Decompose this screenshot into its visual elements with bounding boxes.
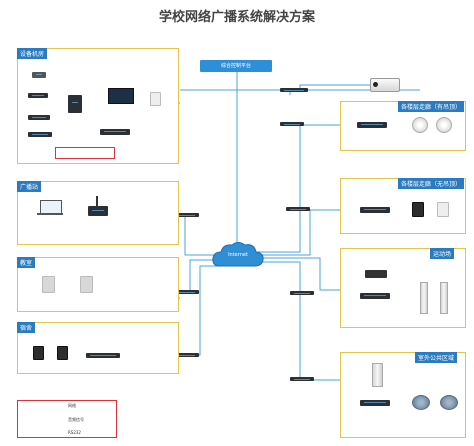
speaker-icon [33,346,44,360]
switch [286,207,310,211]
tuner [28,115,50,120]
laptop-base [37,213,63,215]
switch [280,122,304,126]
paging-mic-icon [96,196,98,206]
panel-title: 宿舍 [17,322,36,333]
panel-equipment-room [17,48,179,164]
lawn-speaker-icon [372,363,383,387]
switch [175,290,199,294]
internet-cloud [212,242,264,267]
terminal-device [360,207,390,213]
camera-icon [370,78,400,92]
dvd-player [28,93,48,98]
horn-speaker-icon [412,395,430,410]
note-box [55,147,115,159]
internet-label: Internet [228,252,248,258]
panel-title: 教室 [17,257,36,268]
switch [175,353,199,357]
panel-title: 各楼层走廊（有吊顶） [398,101,465,112]
switch [175,213,199,217]
speaker-icon [42,276,55,293]
panel-title: 运动场 [430,248,455,259]
switch [290,291,314,295]
mic-device [32,72,46,78]
speaker-icon [57,346,68,360]
legend-audio: 音频信号 [68,417,84,422]
terminal-device [86,353,120,358]
panel-title: 各楼层走廊（无吊顶） [398,178,465,189]
legend-rs232: RS232 [68,430,81,435]
network-device [100,129,130,135]
ceiling-speaker-icon [436,117,452,133]
player [28,132,52,137]
speaker-icon [80,276,93,293]
monitor-icon [108,88,134,104]
panel-dormitory [17,322,179,374]
switch [290,377,314,381]
legend-network: 网络 [68,403,76,408]
terminal-device [360,400,390,406]
speaker-icon [150,92,161,106]
panel-title: 广播站 [17,181,42,192]
paging-console [88,206,108,216]
column-speaker-icon [440,282,448,314]
speaker-icon [437,202,449,217]
amplifier-icon [365,270,387,278]
panel-title: 设备机房 [17,48,48,59]
control-center: 综合控制平台 [200,60,272,72]
diagram-title: 学校网络广播系统解决方案 [158,10,315,25]
column-speaker-icon [420,282,428,314]
terminal-device [357,122,387,128]
ceiling-speaker-icon [412,117,428,133]
horn-speaker-icon [440,395,458,410]
speaker-icon [412,202,424,217]
pc-host [68,95,82,113]
core-switch [280,88,308,92]
legend-box [17,400,117,438]
panel-title: 室外公共区域 [415,352,458,363]
terminal-device [360,293,390,299]
